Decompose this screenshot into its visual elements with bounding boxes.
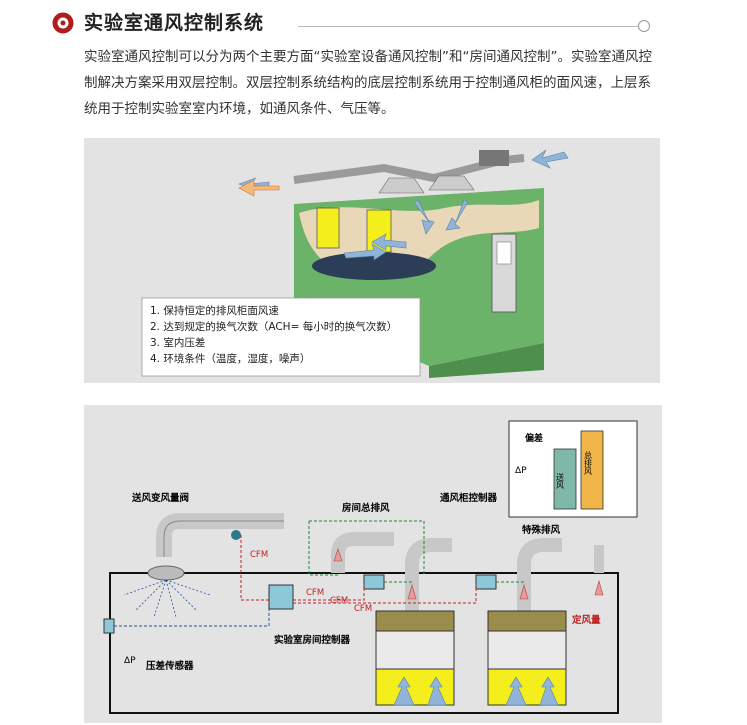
inset-exhaust-label: 总排风 <box>584 450 593 476</box>
hood1-top <box>375 610 455 632</box>
supply-diffuser <box>378 177 425 194</box>
room-exhaust-label: 房间总排风 <box>342 502 390 514</box>
cfm-label-supply: CFM <box>250 550 268 560</box>
hood-controller-label: 通风柜控制器 <box>440 492 498 504</box>
inset-offset-label: 偏差 <box>525 432 543 444</box>
supply-valve-actuator <box>231 530 241 540</box>
special-exhaust-label: 特殊排风 <box>522 524 561 536</box>
constant-exhaust-label: 定风量 <box>571 614 601 626</box>
exhaust-up-arrows <box>333 548 604 600</box>
delta-p-label: ΔP <box>124 656 136 666</box>
pressure-sensor-box <box>103 618 115 634</box>
cfm-label-hood2: CFM <box>354 604 372 614</box>
hood1-exhaust-duct <box>405 538 452 613</box>
hood2-top <box>487 610 567 632</box>
objective-3: 3. 室内压差 <box>150 336 205 349</box>
room-ventilation-figure: 1. 保持恒定的排风柜面风速 2. 达到规定的换气次数（ACH= 每小时的换气次… <box>84 138 660 383</box>
header-divider <box>298 26 638 27</box>
room-exhaust-duct <box>331 532 394 573</box>
signal-lines <box>114 520 524 627</box>
hood2-exhaust-duct <box>517 538 562 613</box>
exhaust-fan <box>479 150 509 166</box>
supply-duct-edge <box>163 520 284 557</box>
header-line-end-icon <box>638 20 650 32</box>
page-title: 实验室通风控制系统 <box>84 12 265 34</box>
supply-valve-label: 送风变风量阀 <box>131 492 189 504</box>
hood1-controller-box <box>363 574 385 590</box>
hood1-sash <box>375 630 455 670</box>
cfm-label-room: CFM <box>306 588 324 598</box>
objective-4: 4. 环境条件（温度，湿度，噪声） <box>150 352 310 365</box>
inset-exhaust-bar <box>580 430 604 510</box>
room-controller-box <box>268 584 294 610</box>
hood2-controller-box <box>475 574 497 590</box>
inset-supply-label: 送风 <box>556 472 565 490</box>
room-wall-base <box>429 343 544 378</box>
hood-inflow-arrows <box>393 676 559 706</box>
objective-2: 2. 达到规定的换气次数（ACH= 每小时的换气次数） <box>150 320 397 333</box>
control-system-diagram: 偏差 ΔP 送风 总排风 <box>84 405 662 723</box>
control-schematic: 偏差 ΔP 送风 总排风 <box>103 420 638 714</box>
room-controller-label: 实验室房间控制器 <box>274 634 351 646</box>
room-floor <box>312 252 436 280</box>
exhaust-out-arrow <box>238 179 280 197</box>
ring-icon <box>52 12 74 34</box>
airflow-arrows <box>238 149 569 261</box>
fume-hood-left <box>316 207 340 249</box>
room-illustration: 1. 保持恒定的排风柜面风速 2. 达到规定的换气次数（ACH= 每小时的换气次… <box>141 149 569 378</box>
cfm-label-hood1: CFM <box>330 596 348 606</box>
section-header: 实验室通风控制系统 <box>52 10 662 38</box>
inset-delta-p-label: ΔP <box>515 466 527 476</box>
supply-diffuser-2 <box>428 175 475 191</box>
objectives-box <box>141 297 421 377</box>
supply-diffuser <box>147 565 185 581</box>
hood2-sash <box>487 630 567 670</box>
exhaust-duct <box>293 154 525 184</box>
supply-spread-lines <box>123 579 211 618</box>
lab-room-outline <box>109 572 619 714</box>
objective-1: 1. 保持恒定的排风柜面风速 <box>150 304 279 317</box>
intro-paragraph: 实验室通风控制可以分为两个主要方面“实验室设备通风控制”和“房间通风控制”。实验… <box>84 49 652 117</box>
inset-supply-bar <box>553 448 577 510</box>
pressure-sensor-label: 压差传感器 <box>146 660 194 672</box>
door-window <box>496 241 512 265</box>
